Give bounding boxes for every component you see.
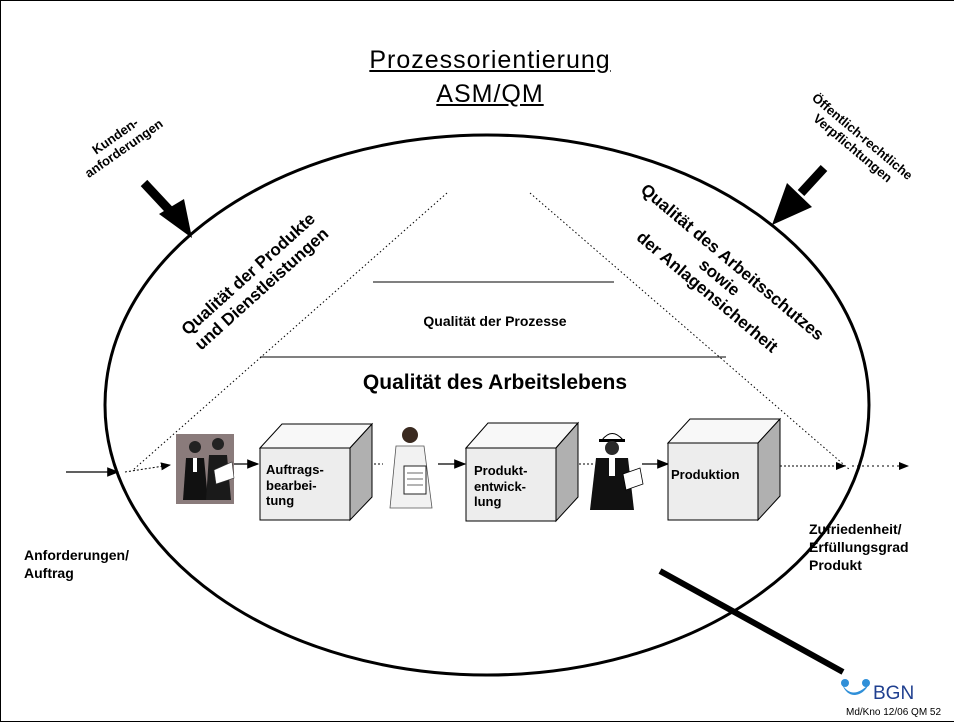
title-line-1: Prozessorientierung (369, 46, 611, 74)
pyramid-right-edge (529, 192, 851, 471)
engineer-icon (590, 433, 644, 510)
process-box-auftragsbearbeitung (258, 422, 374, 522)
end-label: Zufriedenheit/ Erfüllungsgrad Produkt (809, 521, 909, 574)
business-people-icon (176, 434, 235, 504)
bgn-logo-icon (841, 679, 870, 695)
process-box-produktion (666, 417, 782, 522)
pyramid-bottom-label: Qualität des Arbeitslebens (362, 371, 628, 394)
bgn-logo-text: BGN (873, 683, 915, 704)
start-label: Anforderungen/ Auftrag (24, 547, 129, 582)
box-label-produktentwicklung: Produkt- entwick- lung (474, 463, 528, 510)
cross-out-line (658, 568, 845, 675)
process-box-produktentwicklung (464, 421, 580, 523)
right-input-arrow (772, 164, 828, 225)
flow-dotted-1 (124, 462, 171, 473)
left-input-arrow (140, 179, 192, 238)
box-label-auftragsbearbeitung: Auftrags- bearbei- tung (266, 462, 324, 509)
footer-code: Md/Kno 12/06 QM 52 (846, 707, 942, 718)
title-line-2: ASM/QM (436, 80, 544, 108)
pyramid-middle-label: Qualität der Prozesse (423, 313, 567, 329)
doctor-icon (389, 427, 433, 509)
box-label-produktion: Produktion (671, 467, 740, 482)
process-ellipse (103, 133, 871, 677)
pyramid-left-edge (132, 192, 448, 471)
